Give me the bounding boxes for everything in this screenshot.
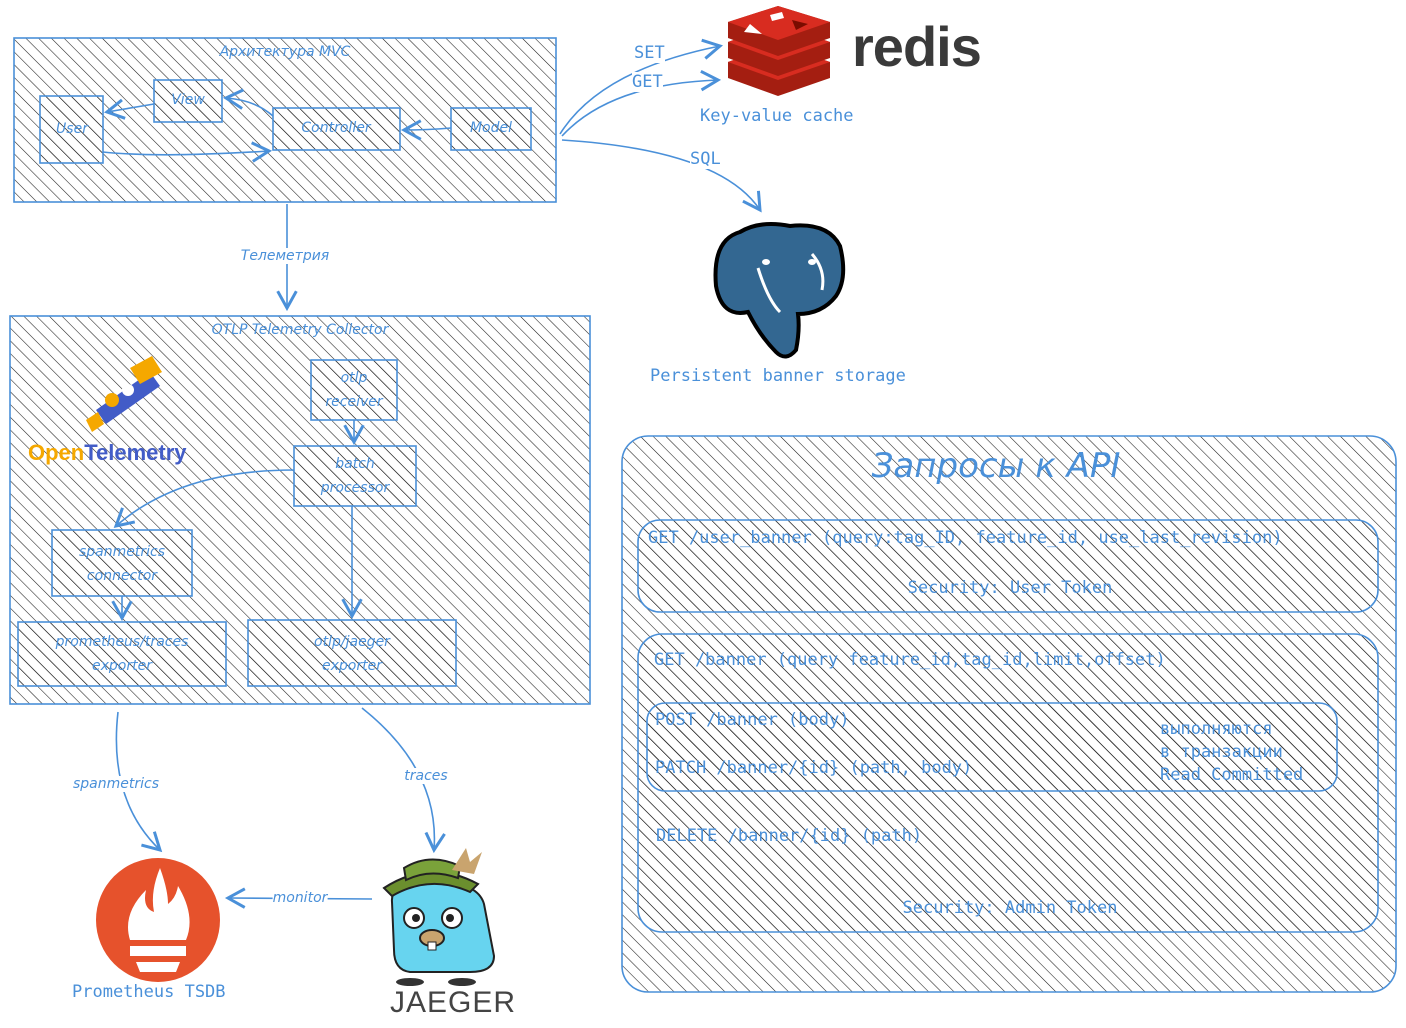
edge-user-to-controller — [102, 141, 273, 163]
edge-batch-to-spanmetrics — [113, 469, 295, 529]
edge-sql-label: SQL — [690, 149, 721, 169]
otlp-title: OTLP Telemetry Collector — [211, 322, 389, 338]
prometheus-exporter-node — [17, 621, 227, 687]
jaeger-logo-icon — [382, 848, 496, 986]
postgres-logo-icon — [713, 222, 846, 359]
edge-sql — [561, 139, 762, 213]
user-endpoint-label: GET /user_banner (query:tag_ID, feature_… — [648, 528, 1283, 548]
edge-model-to-controller — [400, 119, 452, 141]
edge-view-to-user — [103, 98, 155, 120]
user-endpoint-group — [637, 519, 1379, 613]
delete-endpoint-label: DELETE /banner/{id} (path) — [656, 826, 923, 846]
prometheus-exporter-label: prometheus/traces exporter — [55, 634, 189, 674]
edge-set — [559, 38, 724, 135]
batch-processor-label: batch processor — [320, 456, 390, 496]
redis-caption: Key-value cache — [700, 106, 854, 126]
edge-get — [561, 69, 722, 137]
spanmetrics-connector-label: spanmetrics connector — [78, 544, 166, 584]
edge-monitor-label: monitor — [272, 890, 328, 906]
redis-wordmark: redis — [852, 15, 982, 78]
patch-endpoint-label: PATCH /banner/{id} (path, body) — [655, 758, 973, 778]
admin-get-endpoint-label: GET /banner (query feature_id,tag_id,lim… — [654, 650, 1166, 670]
admin-security-label: Security: Admin Token — [902, 898, 1118, 918]
user-security-label: Security: User Token — [907, 578, 1113, 598]
jaeger-wordmark: JAEGER — [390, 986, 517, 1019]
mvc-user-node — [39, 95, 104, 164]
edge-traces-label: traces — [404, 768, 448, 784]
mvc-controller-label: Controller — [301, 120, 371, 136]
post-endpoint-label: POST /banner (body) — [655, 710, 850, 730]
transaction-note: выполняются в транзакции Read Committed — [1160, 719, 1304, 785]
opentelemetry-wordmark-telemetry: Telemetry — [84, 440, 187, 465]
mvc-title: Архитектура MVC — [219, 44, 351, 60]
api-title: Запросы к API — [871, 446, 1121, 486]
opentelemetry-logo-icon — [86, 356, 162, 432]
edge-telemetry-label: Телеметрия — [240, 248, 330, 264]
prometheus-logo-icon — [96, 858, 220, 982]
opentelemetry-wordmark: OpenTelemetry — [28, 440, 187, 466]
edge-spanmetrics-label: spanmetrics — [72, 776, 160, 792]
prometheus-caption: Prometheus TSDB — [72, 982, 226, 1002]
opentelemetry-wordmark-open: Open — [28, 440, 85, 465]
mvc-view-label: View — [171, 92, 205, 108]
edge-controller-to-view — [222, 88, 274, 117]
jaeger-exporter-node — [247, 619, 457, 687]
mvc-user-label: User — [56, 121, 88, 137]
transaction-group — [646, 702, 1338, 792]
spanmetrics-connector-node — [51, 529, 193, 597]
jaeger-exporter-label: otlp/jaeger exporter — [314, 634, 390, 674]
edge-set-label: SET — [634, 43, 665, 63]
batch-processor-node — [293, 445, 417, 507]
redis-logo-icon — [728, 6, 830, 96]
otlp-receiver-label: otlp receiver — [325, 370, 383, 410]
mvc-model-node — [450, 107, 532, 151]
mvc-view-node — [153, 79, 223, 123]
edge-get-label: GET — [632, 72, 663, 92]
postgres-caption: Persistent banner storage — [650, 366, 906, 386]
mvc-model-label: Model — [469, 120, 513, 136]
mvc-controller-node — [272, 107, 401, 151]
